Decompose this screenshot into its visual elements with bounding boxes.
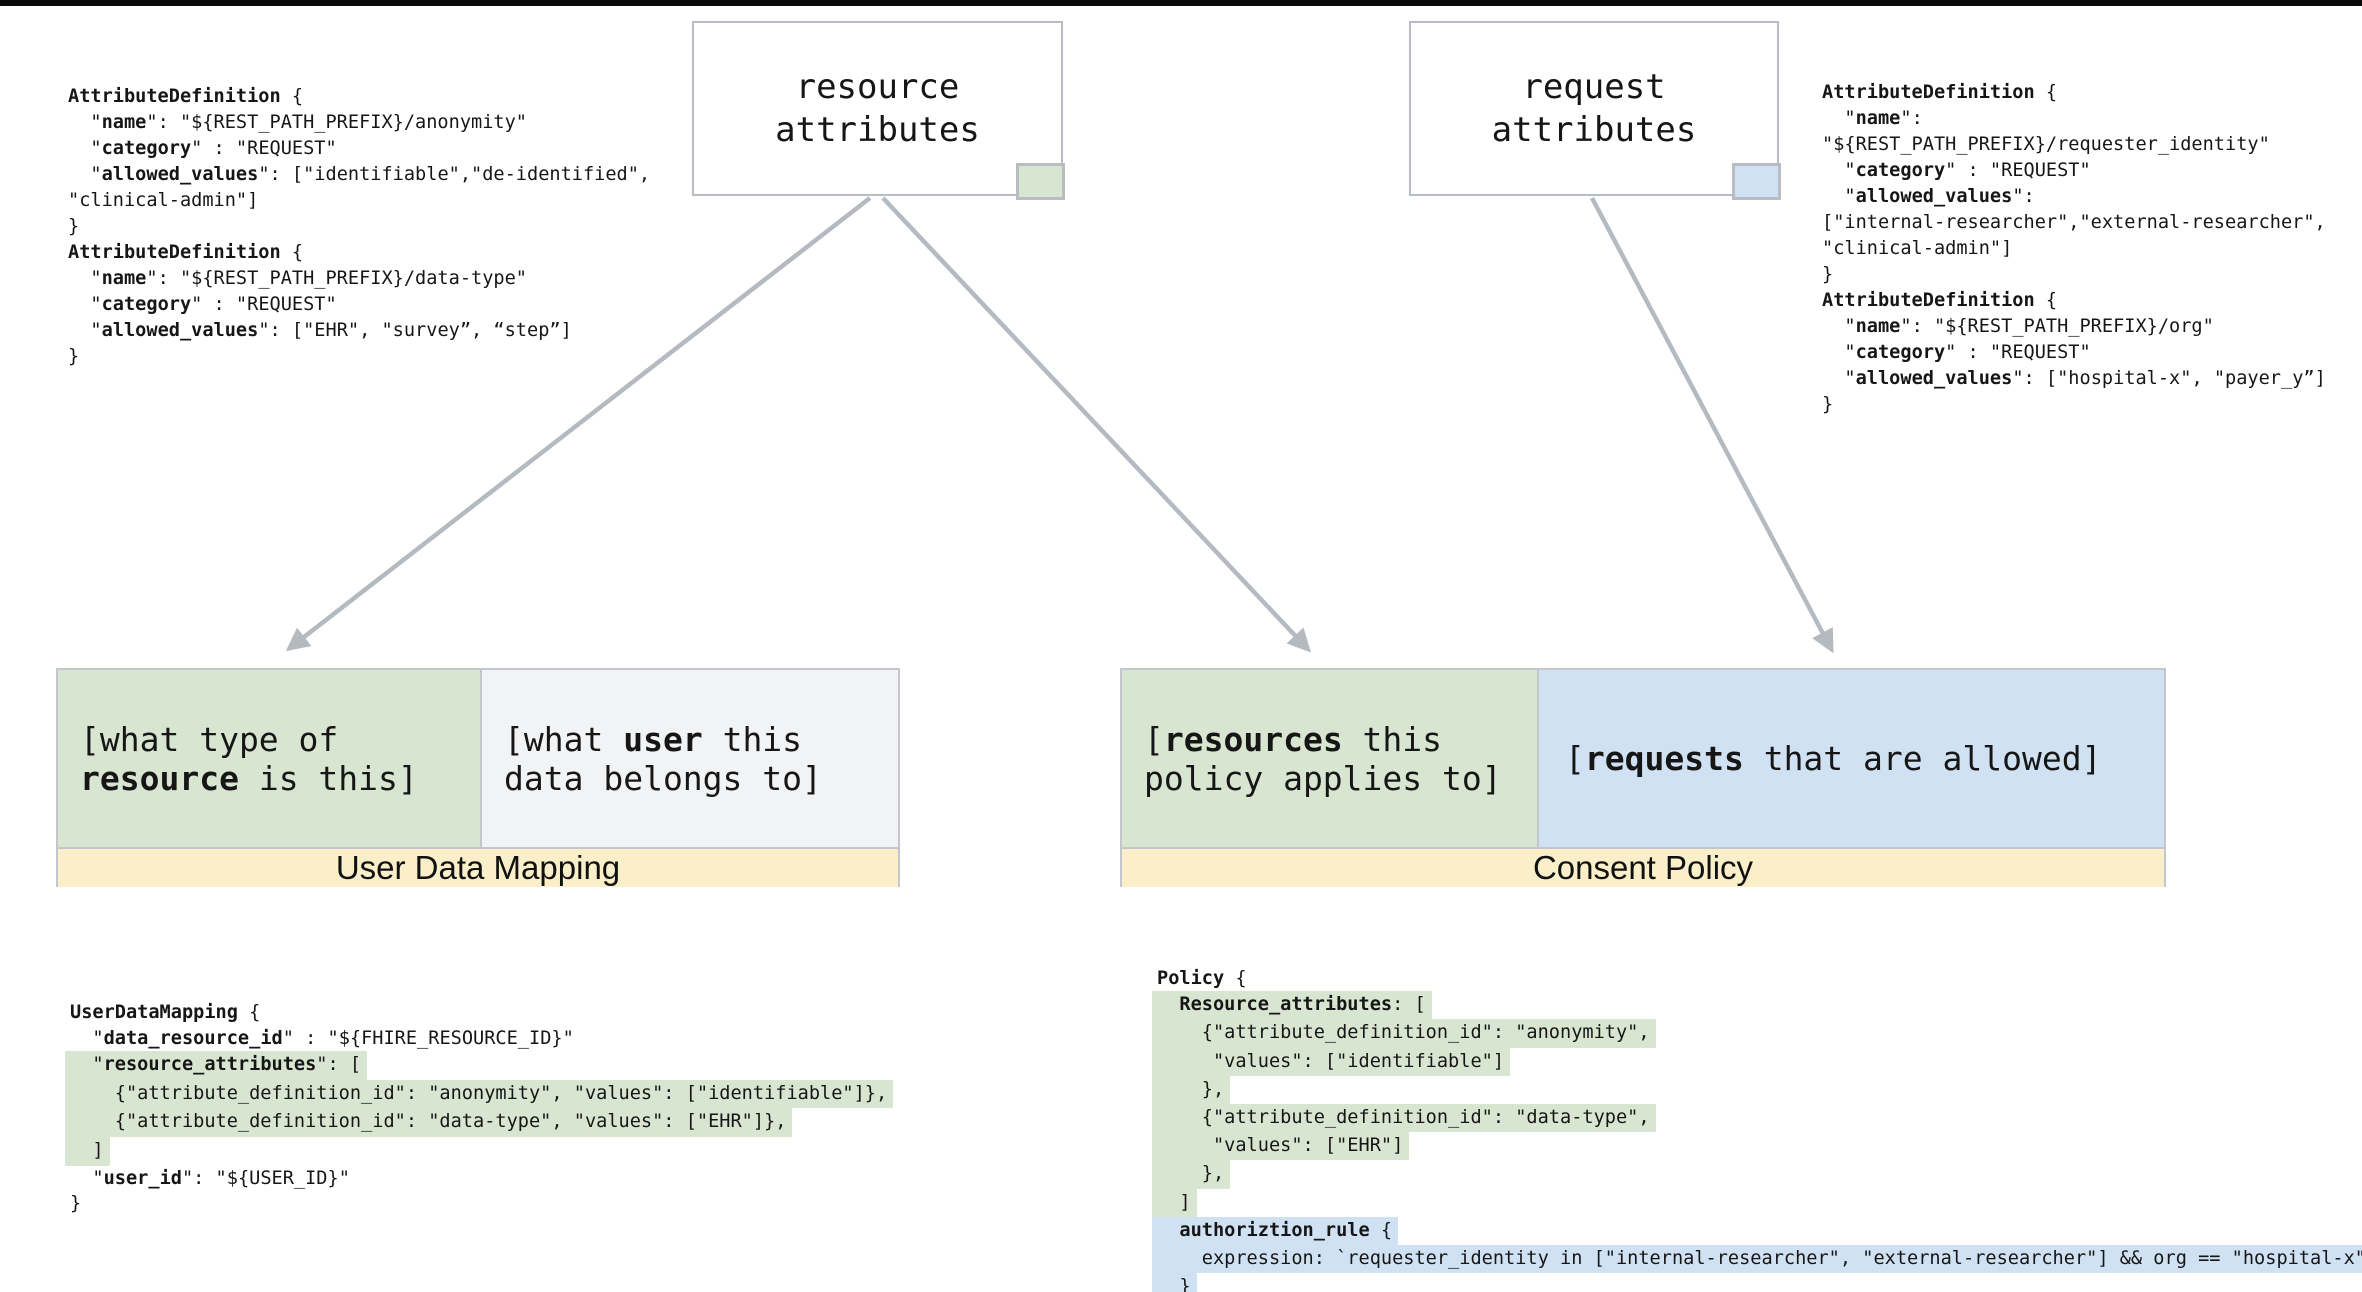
arrow-request-to-policy <box>1590 196 1834 654</box>
user-data-mapping-strip: User Data Mapping <box>58 847 898 887</box>
request-attributes-box: request attributes <box>1409 21 1781 200</box>
code-line: UserDataMapping { <box>70 1002 261 1023</box>
code-line: } <box>68 346 80 367</box>
code-line: "allowed_values": ["EHR", "survey”, “ste… <box>68 320 572 341</box>
code-line: ["internal-researcher","external-researc… <box>1822 212 2326 233</box>
code-line: "name": "${REST_PATH_PREFIX}/data-type" <box>68 268 527 289</box>
code-line: } <box>70 1193 82 1215</box>
code-line: AttributeDefinition { <box>1822 82 2058 103</box>
code-line: } <box>1822 394 1834 415</box>
code-line: "user_id": "${USER_ID}" <box>70 1167 350 1189</box>
code-line: Resource_attributes: [ <box>1152 991 2362 1020</box>
arrow-resource-to-mapping <box>285 196 872 652</box>
code-line: {"attribute_definition_id": "data-type",… <box>65 1108 893 1137</box>
code-line: "name": <box>1822 108 1923 129</box>
code-line: } <box>1822 264 1834 285</box>
code-line: AttributeDefinition { <box>68 242 304 263</box>
code-line: "category" : "REQUEST" <box>68 138 337 159</box>
arrow-resource-to-policy <box>881 196 1312 653</box>
code-line: {"attribute_definition_id": "data-type", <box>1152 1104 2362 1133</box>
code-line: "allowed_values": ["hospital-x", "payer_… <box>1822 368 2326 389</box>
code-line: ] <box>1152 1188 2362 1217</box>
code-line: Policy { <box>1157 968 1247 989</box>
request-blue-swatch <box>1732 163 1781 200</box>
cell-text-line: [resources this <box>1144 719 1443 759</box>
code-line: authoriztion_rule { <box>1152 1216 2362 1246</box>
code-line: } <box>68 216 80 237</box>
code-line: {"attribute_definition_id": "anonymity", <box>1152 1019 2362 1048</box>
code-line: "category" : "REQUEST" <box>1822 342 2091 363</box>
cell-text-line: [requests that are allowed] <box>1565 739 2102 778</box>
request-attributes-label: request attributes <box>1491 66 1697 150</box>
consent-policy-strip: Consent Policy <box>1122 847 2164 887</box>
code-line: {"attribute_definition_id": "anonymity",… <box>65 1079 894 1109</box>
cell-text-line: data belongs to] <box>504 758 822 798</box>
code-line: "name": "${REST_PATH_PREFIX}/anonymity" <box>68 112 527 133</box>
policy-code: Policy { Resource_attributes: [ {"attrib… <box>1152 966 2362 1292</box>
code-line: AttributeDefinition { <box>1822 290 2058 311</box>
code-line: "data_resource_id" : "${FHIRE_RESOURCE_I… <box>70 1027 574 1049</box>
resource-green-swatch <box>1016 163 1065 200</box>
cell-text-line: resource is this] <box>80 758 418 798</box>
attribute-definition-request-code: AttributeDefinition { "name": "${REST_PAT… <box>1822 80 2326 418</box>
code-line: AttributeDefinition { <box>68 86 304 107</box>
code-line: } <box>1152 1273 2362 1292</box>
code-line: }, <box>1152 1075 2362 1105</box>
code-line: }, <box>1152 1160 2362 1189</box>
cell-text-line: [what user this <box>504 719 803 759</box>
cell-text-line: [what type of <box>80 719 339 759</box>
user-data-mapping-code: UserDataMapping { "data_resource_id" : "… <box>65 1000 894 1217</box>
requests-cell: [requests that are allowed] <box>1539 670 2164 847</box>
code-line: "category" : "REQUEST" <box>68 294 337 315</box>
user-data-mapping-title: User Data Mapping <box>335 849 621 886</box>
code-line: "clinical-admin"] <box>1822 238 2013 259</box>
consent-policy-title: Consent Policy <box>1532 849 1754 886</box>
code-line: "values": ["EHR"] <box>1152 1132 2362 1161</box>
code-line: "name": "${REST_PATH_PREFIX}/org" <box>1822 316 2214 337</box>
code-line: ] <box>65 1136 893 1166</box>
resource-attributes-label: resource attributes <box>775 66 980 150</box>
code-line: "${REST_PATH_PREFIX}/requester_identity" <box>1822 134 2270 155</box>
resource-attributes-box: resource attributes <box>692 21 1065 200</box>
code-line: "category" : "REQUEST" <box>1822 160 2091 181</box>
cell-text-line: policy applies to] <box>1144 758 1502 798</box>
attribute-definition-resource-code: AttributeDefinition { "name": "${REST_PA… <box>68 84 650 370</box>
top-border-bar <box>0 0 2362 6</box>
code-line: "allowed_values": <box>1822 186 2035 207</box>
code-line: "resource_attributes": [ <box>65 1051 893 1080</box>
code-line: expression: `requester_identity in ["int… <box>1152 1245 2362 1274</box>
code-line: "clinical-admin"] <box>68 190 259 211</box>
code-line: "allowed_values": ["identifiable","de-id… <box>68 164 651 185</box>
code-line: "values": ["identifiable"] <box>1152 1047 2362 1076</box>
